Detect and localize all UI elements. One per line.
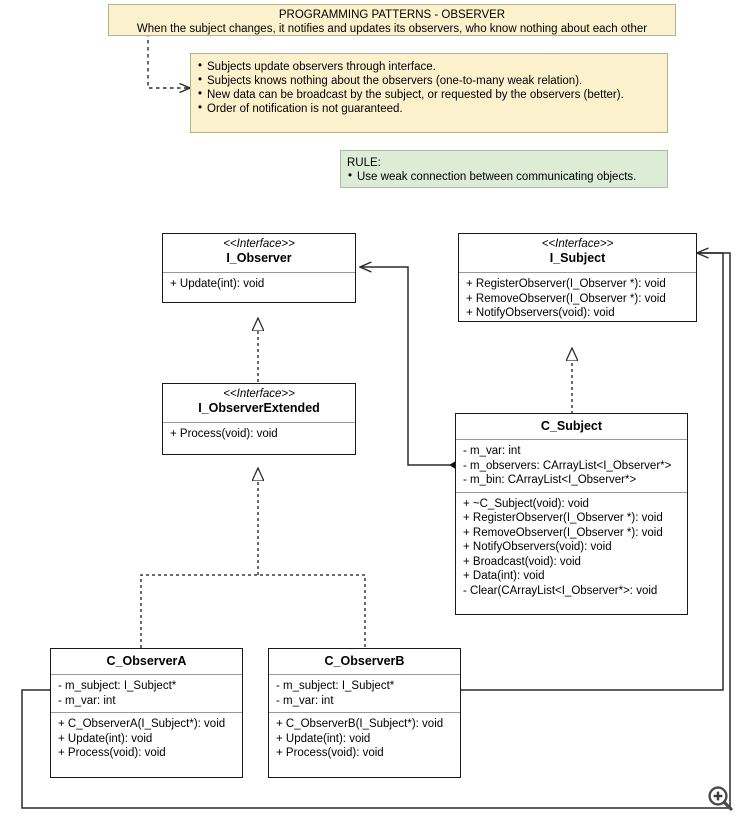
class-member: + RemoveObserver(I_Observer *): void <box>466 292 666 305</box>
class-operations: + ~C_Subject(void): void + RegisterObser… <box>456 491 687 615</box>
class-operations: + Update(int): void <box>163 272 355 302</box>
class-member: + ~C_Subject(void): void <box>463 497 589 510</box>
class-member: + Process(void): void <box>170 428 278 440</box>
class-member: + RegisterObserver(I_Observer *): void <box>466 278 666 290</box>
note-bullets: Subjects update observers through interf… <box>190 53 668 133</box>
note-rule-list: Use weak connection between communicatin… <box>347 169 661 184</box>
class-attributes: - m_var: int - m_observers: CArrayList<I… <box>456 439 687 492</box>
connector-csubject-to-iobserver <box>360 267 469 472</box>
class-member: - Clear(CArrayList<I_Observer*>: void <box>463 584 658 597</box>
class-operations: + C_ObserverA(I_Subject*): void + Update… <box>51 712 242 777</box>
class-header: <<Interface>> I_ObserverExtended <box>163 384 355 422</box>
list-item: Subjects update observers through interf… <box>197 59 661 74</box>
class-member: - m_var: int <box>463 445 521 457</box>
class-name: C_ObserverB <box>324 654 405 668</box>
class-box-c-observer-b[interactable]: C_ObserverB - m_subject: I_Subject* - m_… <box>268 648 461 778</box>
class-name: C_Subject <box>540 419 603 433</box>
class-operations: + Process(void): void <box>163 422 355 454</box>
class-header: <<Interface>> I_Subject <box>459 234 696 272</box>
class-stereotype: <<Interface>> <box>223 388 295 400</box>
list-item: Use weak connection between communicatin… <box>347 169 661 184</box>
class-name: I_ObserverExtended <box>198 401 320 415</box>
class-attributes: - m_subject: I_Subject* - m_var: int <box>269 674 460 712</box>
class-member: + C_ObserverB(I_Subject*): void <box>276 718 444 730</box>
class-member: + NotifyObservers(void): void <box>463 541 612 553</box>
class-member: - m_bin: CArrayList<I_Observer*> <box>463 474 637 486</box>
class-operations: + C_ObserverB(I_Subject*): void + Update… <box>269 712 460 777</box>
connector-note-anchor <box>147 33 190 88</box>
class-member: + Process(void): void <box>58 747 166 759</box>
note-title-heading: PROGRAMMING PATTERNS - OBSERVER <box>278 9 506 21</box>
class-stereotype: <<Interface>> <box>541 238 614 250</box>
class-member: + Update(int): void <box>170 278 265 290</box>
class-member: - m_observers: CArrayList<I_Observer*> <box>463 459 672 472</box>
class-member: + C_ObserverA(I_Subject*): void <box>58 718 226 730</box>
list-item: Subjects knows nothing about the observe… <box>197 73 661 88</box>
class-name: I_Observer <box>226 251 292 265</box>
class-box-i-observer-extended[interactable]: <<Interface>> I_ObserverExtended + Proce… <box>162 383 356 455</box>
class-operations: + RegisterObserver(I_Observer *): void +… <box>459 272 696 325</box>
class-header: C_Subject <box>456 414 687 439</box>
class-member: + Update(int): void <box>276 732 371 745</box>
note-title-subtitle: When the subject changes, it notifies an… <box>136 23 648 35</box>
class-member: + Broadcast(void): void <box>463 555 581 568</box>
class-header: C_ObserverB <box>269 649 460 674</box>
class-box-i-observer[interactable]: <<Interface>> I_Observer + Update(int): … <box>162 233 356 303</box>
class-member: + Update(int): void <box>58 732 153 745</box>
class-name: C_ObserverA <box>106 654 187 668</box>
class-header: <<Interface>> I_Observer <box>163 234 355 272</box>
class-member: - m_var: int <box>276 694 334 707</box>
note-bullets-list: Subjects update observers through interf… <box>197 59 661 116</box>
class-member: - m_subject: I_Subject* <box>58 680 177 692</box>
class-member: + RemoveObserver(I_Observer *): void <box>463 526 663 539</box>
class-box-c-subject[interactable]: C_Subject - m_var: int - m_observers: CA… <box>455 413 688 615</box>
class-stereotype: <<Interface>> <box>223 238 295 250</box>
class-member: - m_subject: I_Subject* <box>276 680 395 692</box>
class-member: + RegisterObserver(I_Observer *): void <box>463 512 663 524</box>
class-name: I_Subject <box>549 251 606 265</box>
class-box-c-observer-a[interactable]: C_ObserverA - m_subject: I_Subject* - m_… <box>50 648 243 778</box>
class-member: + Data(int): void <box>463 570 545 582</box>
note-rule-heading: RULE: <box>347 157 381 169</box>
class-member: + NotifyObservers(void): void <box>466 307 615 319</box>
list-item: Order of notification is not guaranteed. <box>197 101 661 116</box>
note-title: PROGRAMMING PATTERNS - OBSERVER When the… <box>108 4 676 36</box>
class-attributes: - m_subject: I_Subject* - m_var: int <box>51 674 242 712</box>
class-header: C_ObserverA <box>51 649 242 674</box>
class-member: - m_var: int <box>58 694 116 707</box>
class-box-i-subject[interactable]: <<Interface>> I_Subject + RegisterObserv… <box>458 233 697 322</box>
note-rule: RULE: Use weak connection between commun… <box>340 150 668 188</box>
list-item: New data can be broadcast by the subject… <box>197 87 661 102</box>
connector-observers-to-iobserverextended <box>140 468 366 648</box>
class-member: + Process(void): void <box>276 747 384 759</box>
zoom-in-magnifier-icon[interactable] <box>706 784 734 812</box>
